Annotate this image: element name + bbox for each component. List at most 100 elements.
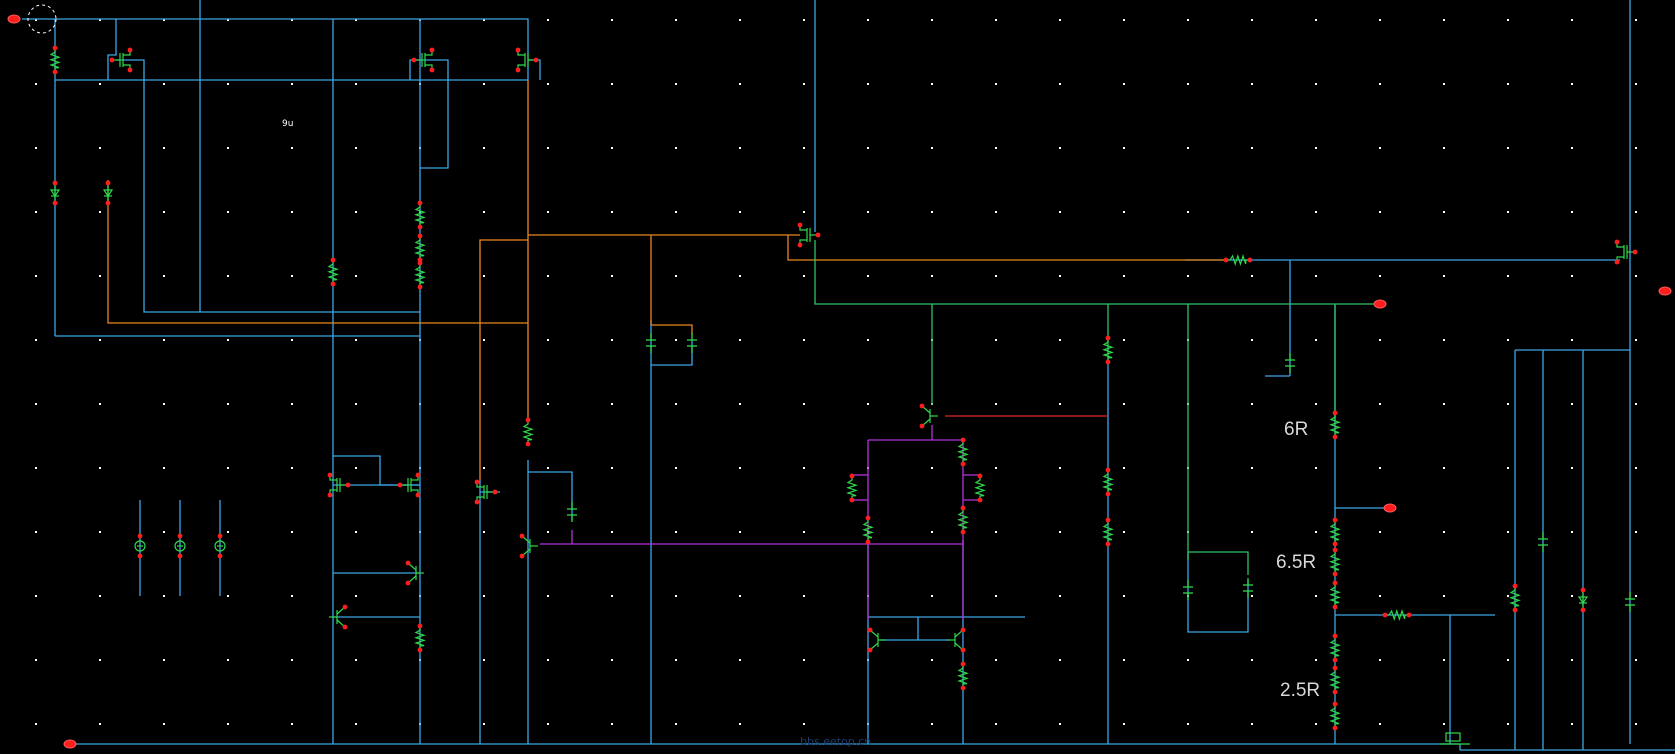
pin-dot xyxy=(960,685,966,691)
wires-orange xyxy=(107,80,1228,480)
port-marker xyxy=(1383,503,1397,513)
resistor xyxy=(1329,550,1341,574)
pin-dot xyxy=(1105,359,1111,365)
pin-dot xyxy=(1382,612,1388,618)
resistor xyxy=(1102,470,1114,494)
pin-dot xyxy=(1105,467,1111,473)
wires-green xyxy=(814,240,1380,575)
pin-dot xyxy=(960,461,966,467)
pin-dot xyxy=(1632,249,1638,255)
resistor xyxy=(957,508,969,532)
pin-dot xyxy=(960,647,966,653)
pin-dot xyxy=(1332,434,1338,440)
pin-dot xyxy=(1332,689,1338,695)
resistor xyxy=(1226,254,1250,266)
pin-dot xyxy=(137,553,143,559)
resistor xyxy=(49,48,61,72)
resistor xyxy=(414,236,426,260)
pin-dot xyxy=(417,647,423,653)
pin-dot xyxy=(217,553,223,559)
port-marker xyxy=(63,739,77,749)
pin-dot xyxy=(1105,335,1111,341)
pin-dot xyxy=(127,67,133,73)
port-marker xyxy=(1373,299,1387,309)
selection-marker xyxy=(27,4,57,34)
pin-dot xyxy=(417,224,423,230)
resistor xyxy=(1329,520,1341,544)
pin-dot xyxy=(52,200,58,206)
current-label: 9u xyxy=(282,119,294,129)
pin-dot xyxy=(1332,604,1338,610)
pin-dot xyxy=(1105,517,1111,523)
pin-dot xyxy=(1332,580,1338,586)
pin-dot xyxy=(1614,239,1620,245)
capacitor xyxy=(687,333,697,353)
diode xyxy=(102,183,114,203)
resistor xyxy=(327,260,339,284)
resistor xyxy=(846,476,858,500)
resistor xyxy=(974,476,986,500)
pin-dot xyxy=(960,529,966,535)
pin-dot xyxy=(919,423,925,429)
resistor xyxy=(1329,668,1341,692)
resistor xyxy=(862,518,874,542)
pin-dot xyxy=(533,57,539,63)
wires-purple xyxy=(540,425,980,620)
resistor xyxy=(1329,636,1341,660)
pin-dot xyxy=(417,233,423,239)
pin-dot xyxy=(429,67,435,73)
pin-dot xyxy=(515,47,521,53)
capacitor xyxy=(1625,592,1635,612)
diode xyxy=(1577,590,1589,610)
grid-dots xyxy=(35,19,1637,725)
pin-dot xyxy=(867,647,873,653)
pin-dot xyxy=(960,437,966,443)
pin-dot xyxy=(405,560,411,566)
pin-dot xyxy=(217,533,223,539)
bjt-transistor xyxy=(921,405,938,427)
pin-dot xyxy=(345,482,351,488)
pin-dot xyxy=(342,624,348,630)
pin-dot xyxy=(105,180,111,186)
pin-dot xyxy=(960,505,966,511)
mosfet xyxy=(517,50,536,70)
pin-dot xyxy=(1223,257,1229,263)
pin-dot xyxy=(919,403,925,409)
pin-dot xyxy=(1614,259,1620,265)
resistor-label-6r: 6R xyxy=(1284,419,1309,440)
pin-dot xyxy=(1512,607,1518,613)
pin-dot xyxy=(815,232,821,238)
pin-dot xyxy=(415,472,421,478)
pin-dot xyxy=(330,257,336,263)
pin-dot xyxy=(109,57,115,63)
bjt-transistor xyxy=(521,535,538,557)
pin-dot xyxy=(1332,571,1338,577)
resistor xyxy=(957,440,969,464)
pin-dot xyxy=(474,499,480,505)
pin-dot xyxy=(519,553,525,559)
pin-dot xyxy=(405,580,411,586)
pin-dot xyxy=(1580,587,1586,593)
pin-dot xyxy=(1105,491,1111,497)
pin-dot xyxy=(960,661,966,667)
pin-dot xyxy=(1406,612,1412,618)
capacitor xyxy=(646,333,656,353)
resistor xyxy=(1385,609,1409,621)
pin-dot xyxy=(1332,547,1338,553)
pin-dot xyxy=(960,627,966,633)
pin-dot xyxy=(849,473,855,479)
pin-dot xyxy=(977,473,983,479)
pin-dot xyxy=(1580,607,1586,613)
resistor-label-6-5r: 6.5R xyxy=(1276,552,1317,573)
pin-dot xyxy=(525,441,531,447)
pin-dot xyxy=(1332,701,1338,707)
resistor xyxy=(1329,413,1341,437)
pin-dot xyxy=(327,472,333,478)
capacitor xyxy=(1538,532,1548,552)
source-symbol xyxy=(134,540,146,552)
pin-dot xyxy=(1332,665,1338,671)
pin-dot xyxy=(1332,633,1338,639)
diode xyxy=(49,183,61,203)
bjt-transistor xyxy=(869,629,886,651)
